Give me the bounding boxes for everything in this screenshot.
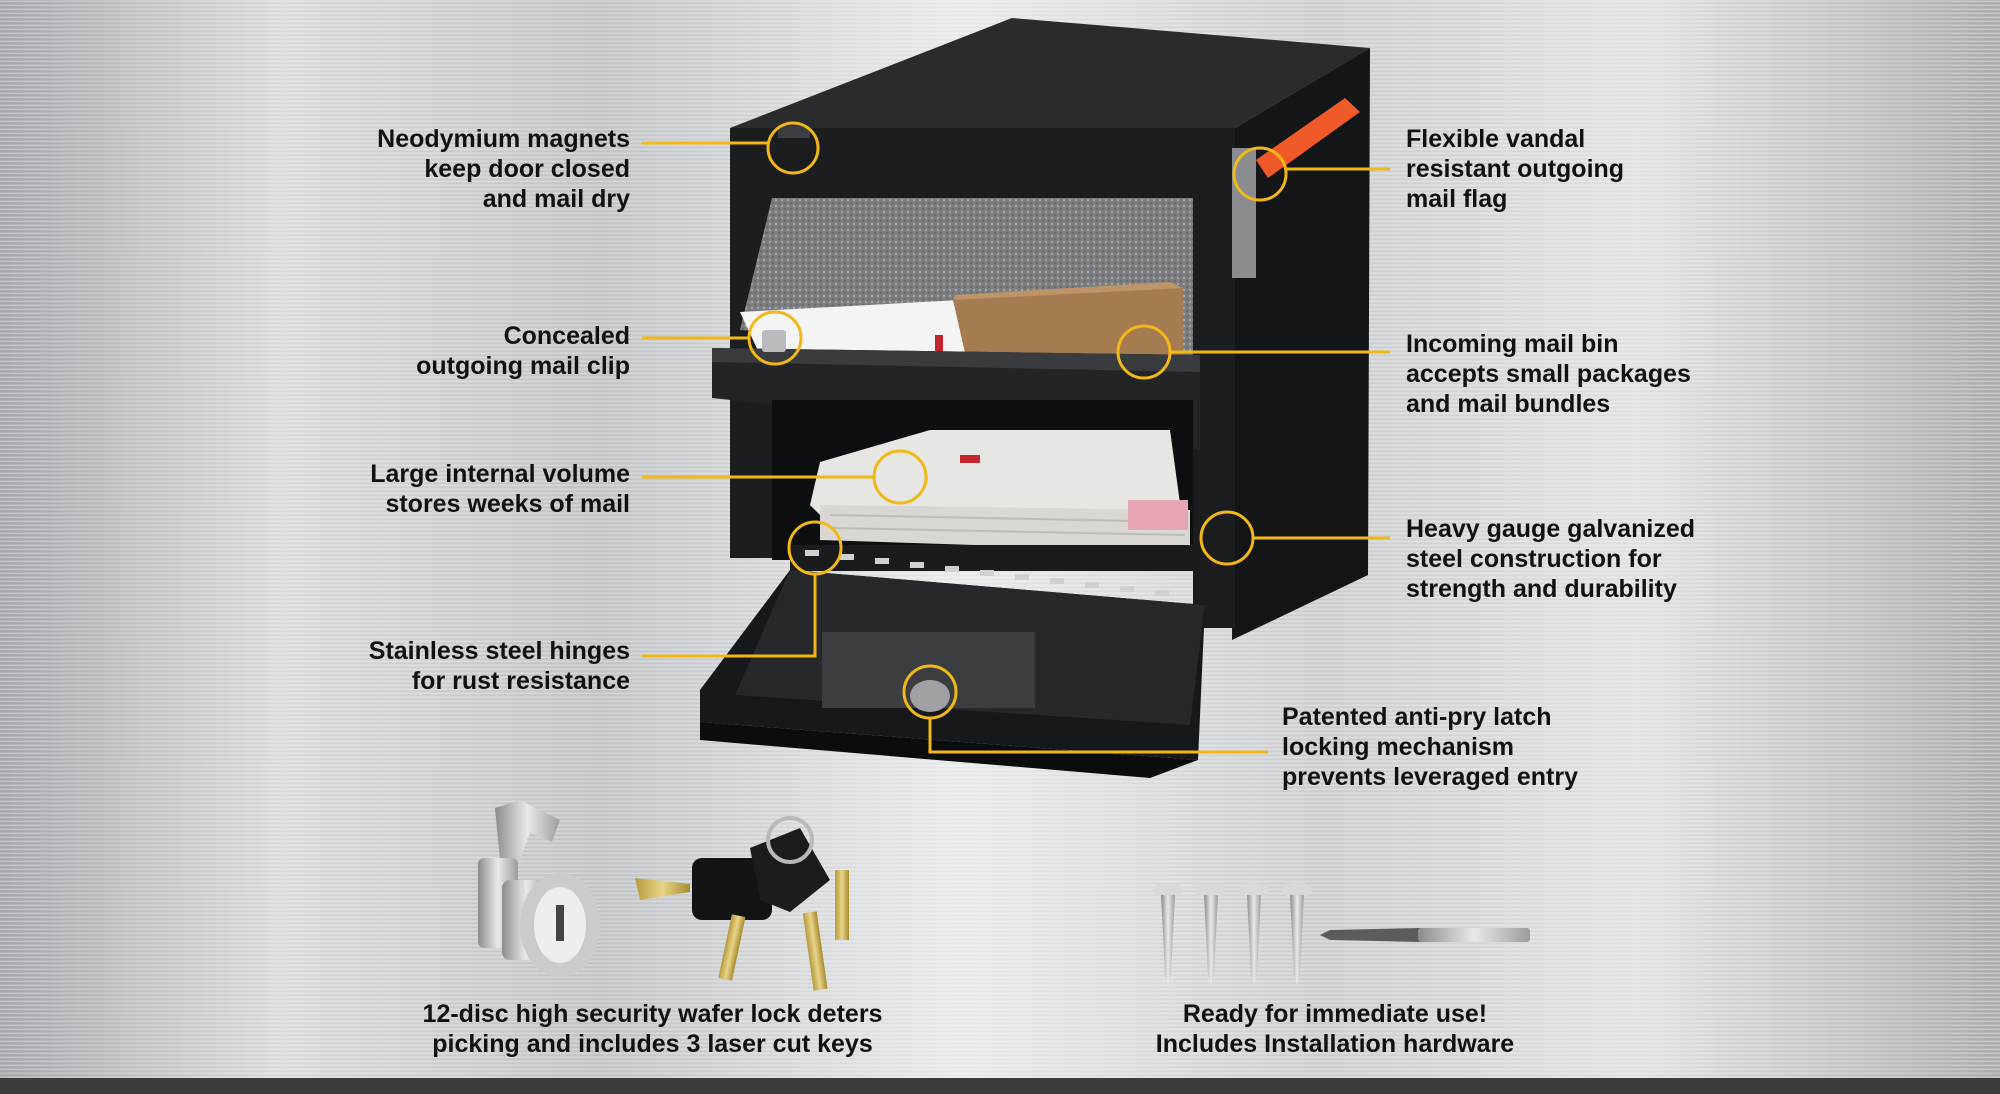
drill-bit-image [1320, 928, 1530, 942]
callout-hinges: Stainless steel hinges for rust resistan… [368, 637, 630, 695]
callout-flag: Flexible vandal resistant outgoing mail … [1406, 125, 1625, 213]
callout-hardware: Ready for immediate use! Includes Instal… [1155, 1000, 1515, 1058]
callout-internal-volume: Large internal volume stores weeks of ma… [370, 460, 630, 518]
callout-latch: Patented anti-pry latch locking mechanis… [1282, 703, 1578, 791]
callout-magnets: Neodymium magnets keep door closed and m… [377, 125, 630, 213]
mailbox-image [700, 18, 1370, 778]
screws-image [1153, 882, 1312, 985]
callout-lines [642, 121, 1390, 754]
cam-lock-image [478, 800, 600, 977]
callout-mail-clip: Concealed outgoing mail clip [416, 322, 630, 380]
keys-image [635, 816, 849, 991]
callout-steel-construction: Heavy gauge galvanized steel constructio… [1406, 515, 1696, 603]
callout-wafer-lock: 12-disc high security wafer lock deters … [422, 1000, 883, 1058]
bottom-bar [0, 1078, 2000, 1094]
callout-mail-bin: Incoming mail bin accepts small packages… [1406, 330, 1691, 418]
